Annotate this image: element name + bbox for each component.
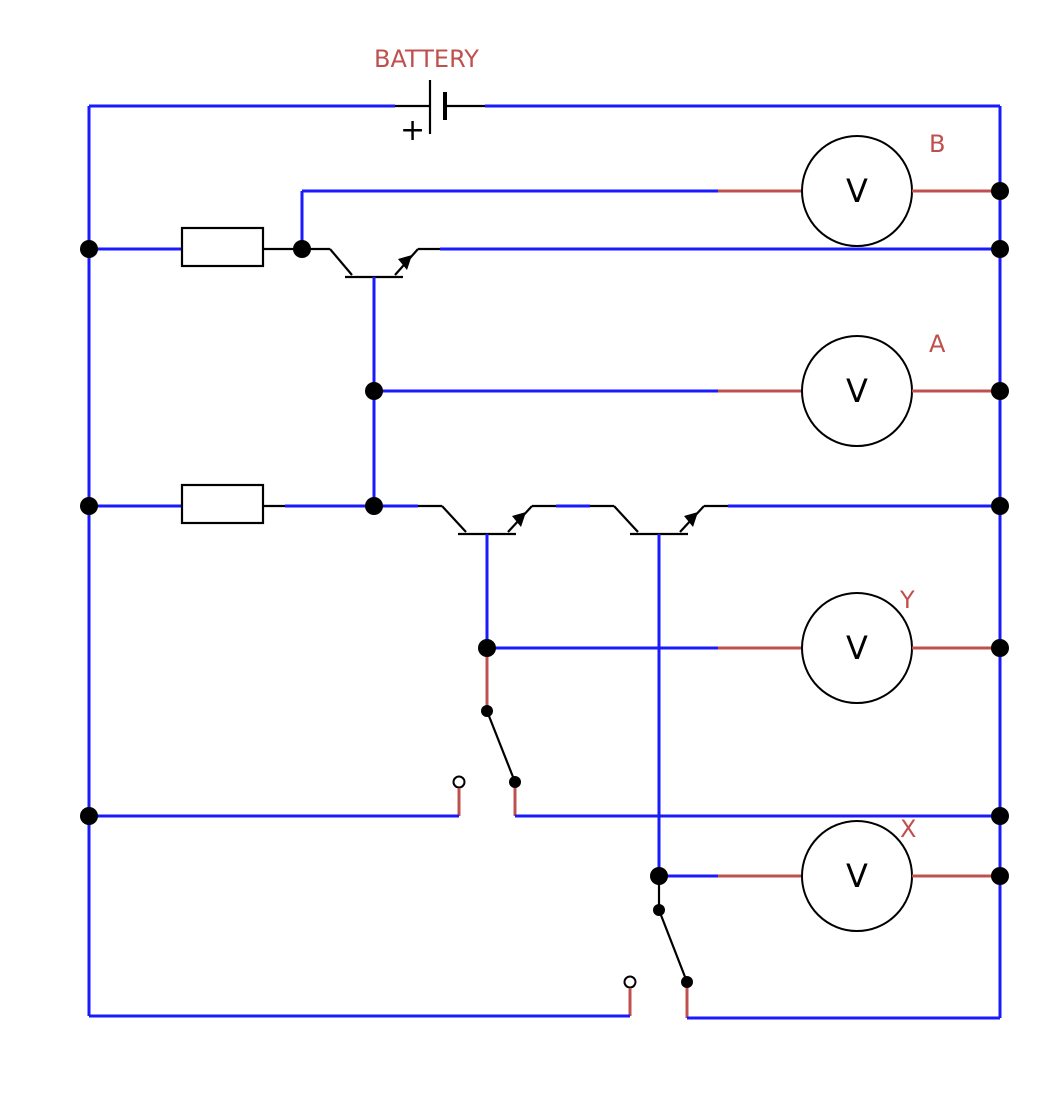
transistor-3 bbox=[590, 504, 728, 536]
junction-node bbox=[478, 639, 496, 657]
battery-label: BATTERY bbox=[374, 45, 479, 73]
junction-node bbox=[80, 497, 98, 515]
junction-node bbox=[991, 382, 1009, 400]
junction-node bbox=[991, 182, 1009, 200]
voltmeter-y-symbol: V bbox=[846, 629, 868, 667]
junction-node bbox=[365, 382, 383, 400]
junction-node bbox=[293, 240, 311, 258]
meter-label-b: B bbox=[929, 130, 945, 158]
voltmeter-b: V B bbox=[718, 130, 1000, 247]
transistor-2 bbox=[418, 504, 556, 536]
meter-label-y: Y bbox=[899, 586, 915, 614]
voltmeter-a-symbol: V bbox=[846, 372, 868, 410]
switch-2-blade bbox=[657, 909, 689, 983]
voltmeter-y: V Y bbox=[718, 586, 1000, 704]
t1-emitter-arrow bbox=[398, 255, 412, 270]
junction-node bbox=[80, 240, 98, 258]
meter-label-x: X bbox=[900, 815, 916, 843]
resistor-1 bbox=[180, 226, 265, 268]
battery: BATTERY + bbox=[89, 45, 1000, 148]
junction-node bbox=[650, 867, 668, 885]
junction-node bbox=[991, 807, 1009, 825]
junction-node bbox=[80, 807, 98, 825]
switch-1-pivot bbox=[481, 705, 493, 717]
junction-node bbox=[365, 497, 383, 515]
resistor-2 bbox=[180, 483, 265, 525]
voltmeter-b-symbol: V bbox=[846, 172, 868, 210]
switch-2-contact-closed bbox=[681, 976, 693, 988]
junction-node bbox=[991, 639, 1009, 657]
junction-node bbox=[991, 240, 1009, 258]
voltmeter-x-symbol: V bbox=[846, 857, 868, 895]
battery-plus-sign: + bbox=[400, 113, 425, 148]
junction-nodes bbox=[80, 182, 1009, 885]
switch-2-pivot bbox=[653, 904, 665, 916]
voltmeter-x: V X bbox=[718, 815, 1000, 932]
switch-2-contact-open[interactable] bbox=[623, 975, 637, 989]
junction-node bbox=[991, 497, 1009, 515]
junction-node bbox=[991, 867, 1009, 885]
voltmeter-a: V A bbox=[718, 330, 1000, 447]
meter-label-a: A bbox=[929, 330, 946, 358]
switch-1-contact-closed bbox=[509, 776, 521, 788]
switch-1-contact-open[interactable] bbox=[452, 775, 466, 789]
t1-collector bbox=[329, 248, 353, 276]
switch-1-blade bbox=[485, 710, 517, 783]
